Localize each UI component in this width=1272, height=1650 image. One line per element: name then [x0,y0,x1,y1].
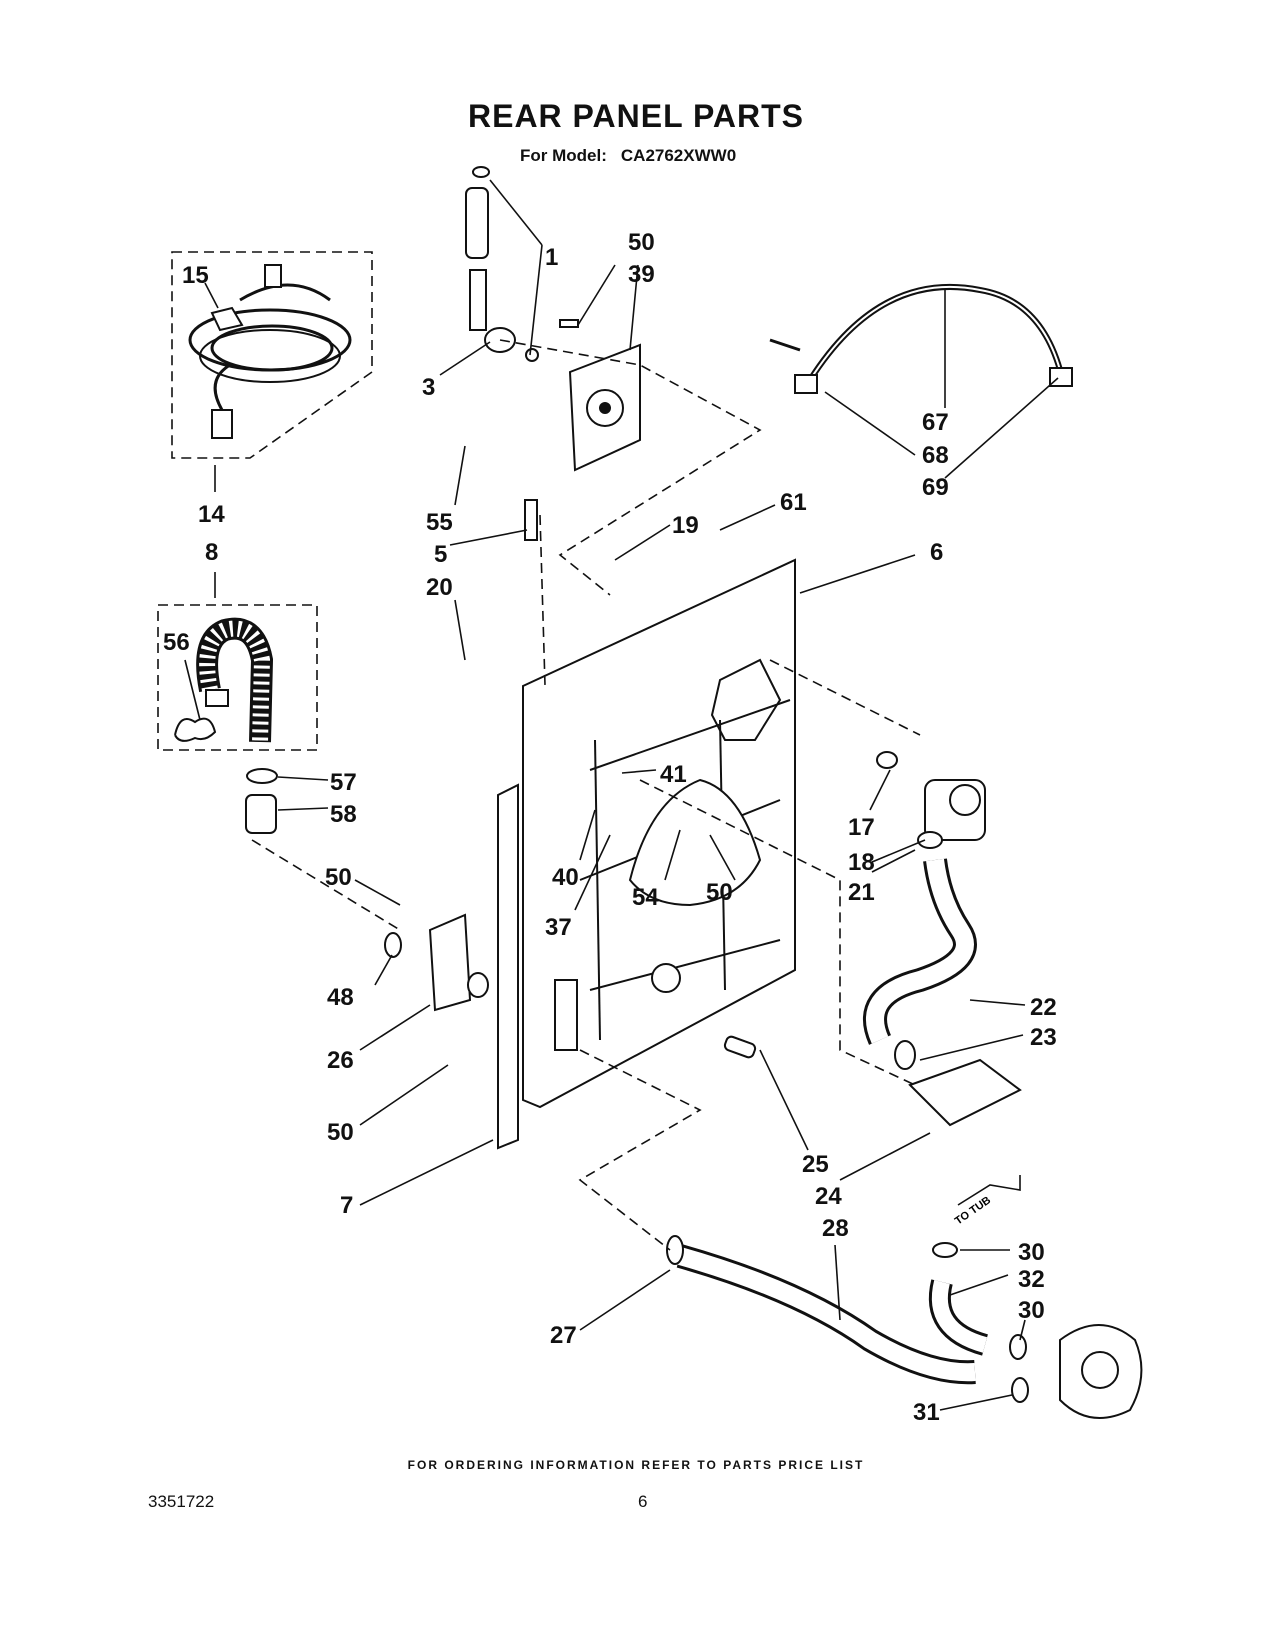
callout-17: 17 [848,814,875,841]
callout-5: 5 [434,541,447,568]
callout-21: 21 [848,879,875,906]
callout-3: 3 [422,374,435,401]
callout-8: 8 [205,539,218,566]
model-label: For Model: [520,146,607,165]
leader-lines [184,179,1059,1411]
pump-clamp-upper [1009,1334,1027,1360]
fill-hose-nipple [465,166,490,331]
pump-clamp-lower [1011,1377,1029,1403]
pump-hose [676,1244,976,1385]
callout-20: 20 [426,574,453,601]
callout-28: 28 [822,1215,849,1242]
cord-clamp [210,306,244,332]
wiring-cover [628,778,762,907]
drain-elbow-bracket [428,913,489,1012]
callout-37: 37 [545,914,572,941]
drain-pump [1059,1324,1143,1419]
callout-41: 41 [660,761,687,788]
callout-19: 19 [672,512,699,539]
model-number: CA2762XWW0 [620,146,737,165]
tub-hose [928,1279,989,1356]
hose-washer [484,327,539,362]
callout-50-c: 50 [327,1119,354,1146]
callout-50-d: 50 [706,879,733,906]
callout-6: 6 [930,539,943,566]
callout-7: 7 [340,1192,353,1219]
callout-69: 69 [922,474,949,501]
callout-30-b: 30 [1018,1297,1045,1324]
drain-hose-group-box [157,604,318,751]
elbow-washer [384,932,402,958]
callout-40: 40 [552,864,579,891]
page-title: REAR PANEL PARTS [467,98,805,134]
hose-adapter [245,794,277,834]
drain-hose [196,617,274,743]
callout-14: 14 [198,501,225,528]
cover-screw [559,319,579,328]
callout-54: 54 [632,884,659,911]
callout-32: 32 [1018,1266,1045,1293]
callout-50-b: 50 [325,864,352,891]
callout-25: 25 [802,1151,829,1178]
tub-clamp [932,1242,958,1258]
callout-48: 48 [327,984,354,1011]
side-rail [497,783,519,1150]
valve-washer [917,831,943,849]
callout-15: 15 [182,262,209,289]
access-cover [568,343,641,472]
callout-39: 39 [628,261,655,288]
cable-clip [723,1035,757,1059]
valve-screen [876,751,898,769]
callout-56: 56 [163,629,190,656]
callout-57: 57 [330,769,357,796]
power-cord [188,264,352,439]
wiring-harness [769,283,1073,394]
callout-18: 18 [848,849,875,876]
callout-23: 23 [1030,1024,1057,1051]
callout-67: 67 [922,409,949,436]
power-cord-group-box [171,251,373,459]
ordering-note: FOR ORDERING INFORMATION REFER TO PARTS … [407,1458,865,1472]
document-number: 3351722 [148,1492,215,1511]
fill-hose [863,858,977,1045]
callout-30: 30 [1018,1239,1045,1266]
page-number: 6 [638,1492,648,1511]
hose-clamp-wire [174,717,217,742]
pressure-switch [908,1058,1022,1127]
callout-labels: 1 3 50 39 15 14 8 67 68 69 55 5 20 19 61… [163,229,1057,1426]
panel-bracket [524,499,538,541]
callout-22: 22 [1030,994,1057,1021]
hose-clamp-27 [666,1235,684,1265]
callout-31: 31 [913,1399,940,1426]
assembly-dashed-lines [251,339,921,1251]
water-inlet-valve [924,779,986,841]
callout-26: 26 [327,1047,354,1074]
callout-55: 55 [426,509,453,536]
callout-68: 68 [922,442,949,469]
callout-1: 1 [545,244,558,271]
to-tub-label: TO TUB [953,1194,993,1227]
hose-ring [246,768,278,784]
model-line: For Model: CA2762XWW0 [520,146,736,166]
callout-27: 27 [550,1322,577,1349]
hose-clamp [894,1040,916,1070]
callout-61: 61 [780,489,807,516]
callout-50: 50 [628,229,655,256]
callout-58: 58 [330,801,357,828]
callout-24: 24 [815,1183,842,1210]
